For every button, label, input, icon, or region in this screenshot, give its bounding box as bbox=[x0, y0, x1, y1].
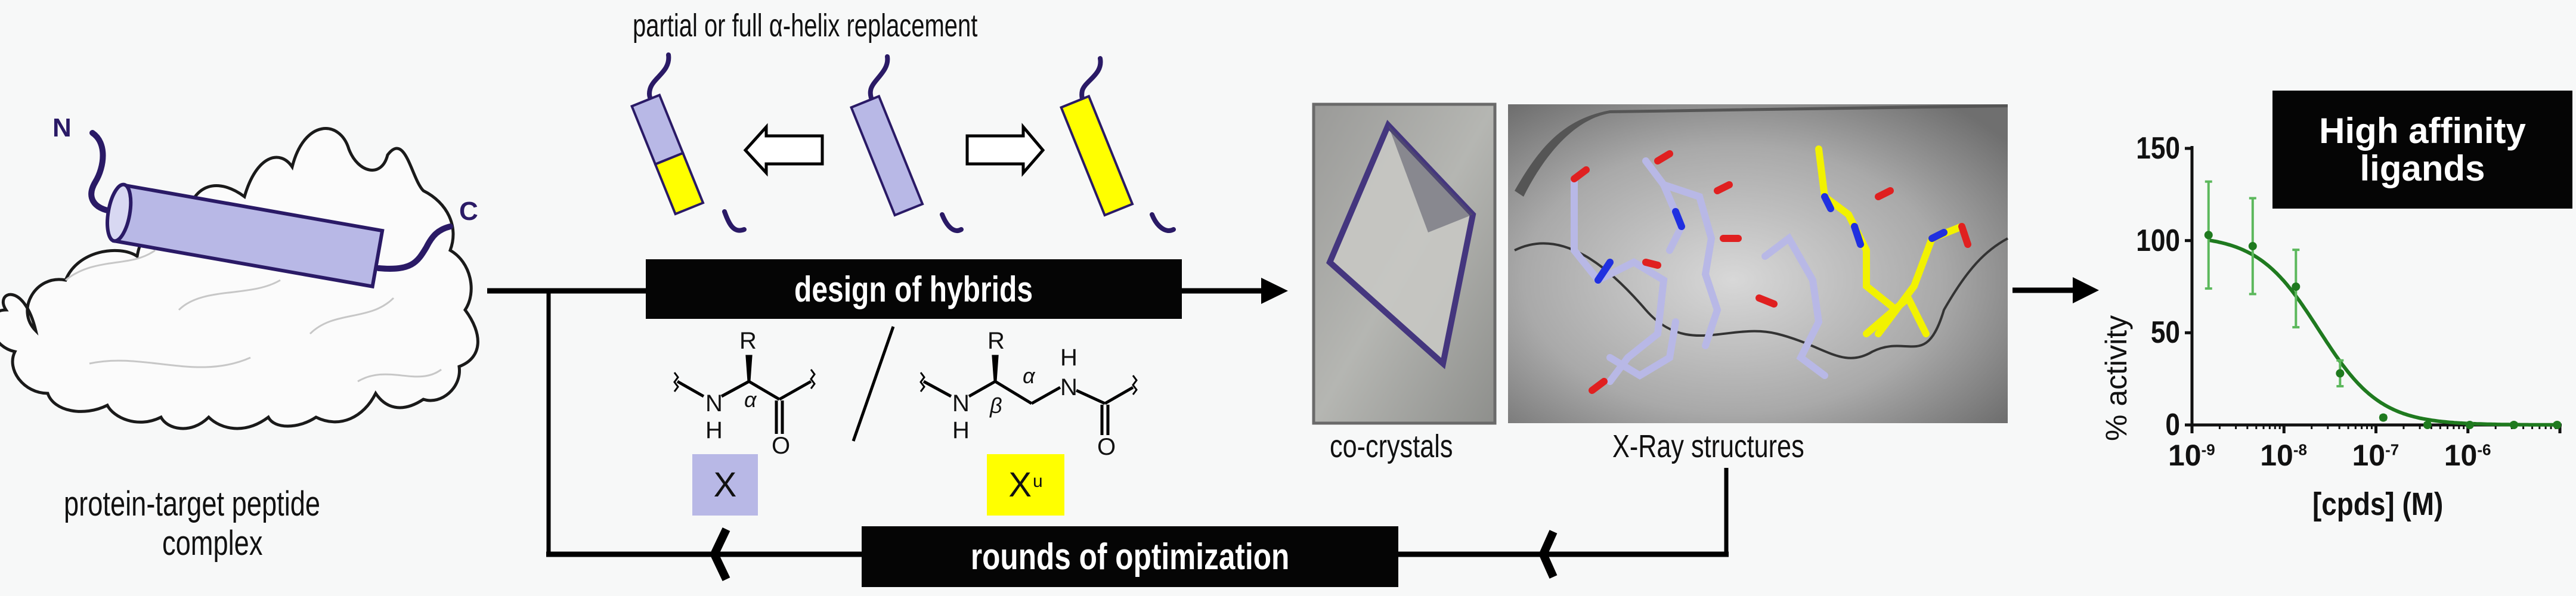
alpha-n-label: N bbox=[705, 390, 723, 417]
x-tick-base: 10 bbox=[2260, 439, 2293, 472]
chevron-left-icon bbox=[710, 527, 730, 582]
alpha-residue-structure bbox=[673, 355, 816, 434]
hybrid-helix-partial bbox=[630, 52, 747, 233]
data-point bbox=[2248, 241, 2257, 250]
beta-h-label: H bbox=[952, 417, 970, 443]
data-point bbox=[2292, 283, 2301, 291]
native-helix bbox=[849, 54, 964, 233]
c-terminus-label: C bbox=[459, 197, 478, 226]
x-tick-base: 10 bbox=[2444, 439, 2478, 472]
x-tick-label: 10-6 bbox=[2444, 438, 2491, 473]
protein-surface-detail bbox=[65, 249, 442, 383]
beta-amide-h-label: H bbox=[1060, 344, 1078, 371]
x-tick-exponent: -7 bbox=[2385, 440, 2399, 459]
beta-carbon-label: β bbox=[990, 393, 1002, 418]
data-point bbox=[2204, 231, 2213, 240]
beta-tag-text: X bbox=[1008, 465, 1032, 504]
xray-structure-image bbox=[1508, 104, 2008, 423]
data-point bbox=[2423, 421, 2432, 429]
alpha-h-label: H bbox=[705, 417, 723, 443]
ligand-alpha-sticks bbox=[1571, 157, 1828, 385]
alpha-o-label: O bbox=[772, 433, 791, 459]
rounds-of-optimization-label: rounds of optimization bbox=[970, 536, 1290, 578]
protein-target-complex bbox=[0, 127, 479, 430]
data-point bbox=[2509, 421, 2518, 429]
x-tick-exponent: -8 bbox=[2293, 440, 2307, 459]
design-of-hybrids-label: design of hybrids bbox=[794, 269, 1033, 309]
helix-cartoons bbox=[630, 52, 1176, 233]
c-terminus-tail bbox=[376, 224, 453, 272]
peptide-helix-cap bbox=[106, 182, 133, 243]
x-tick-exponent: -6 bbox=[2477, 440, 2491, 459]
replace-left-arrow-icon bbox=[743, 123, 824, 177]
flow-connectors bbox=[487, 277, 2099, 582]
fit-curve bbox=[2208, 238, 2558, 427]
y-tick-label: 100 bbox=[2136, 223, 2180, 258]
alpha-tag-text: X bbox=[713, 465, 737, 504]
beta-residue-structure bbox=[919, 355, 1138, 435]
beta-n-label: N bbox=[952, 390, 970, 417]
data-point bbox=[2379, 413, 2388, 422]
xray-structures-label: X-Ray structures bbox=[1612, 429, 1804, 464]
x-tick-label: 10-9 bbox=[2168, 438, 2215, 473]
protein-complex-label-line1: protein-target peptide bbox=[64, 485, 321, 523]
design-of-hybrids-box: design of hybrids bbox=[646, 259, 1182, 319]
hybrid-helix-full bbox=[1059, 56, 1176, 233]
y-axis-label: % activity bbox=[2100, 315, 2133, 441]
beta-alpha-carbon-label: α bbox=[1023, 364, 1035, 388]
beta-o-label: O bbox=[1097, 434, 1116, 460]
cocrystal-image bbox=[1312, 103, 1497, 425]
data-point bbox=[2553, 421, 2562, 429]
alpha-residue-tag: X bbox=[692, 454, 758, 516]
alpha-carbon-label: α bbox=[744, 387, 757, 412]
y-tick-label: 150 bbox=[2136, 131, 2180, 166]
replace-right-arrow-icon bbox=[965, 123, 1045, 177]
protein-surface-outline bbox=[0, 127, 479, 430]
high-affinity-box: High affinity ligands bbox=[2272, 91, 2572, 209]
structure-divider-slash bbox=[852, 326, 895, 442]
ligand-beta-sticks bbox=[1815, 145, 1965, 337]
x-tick-exponent: -9 bbox=[2201, 440, 2215, 459]
n-terminus-tail bbox=[88, 130, 116, 215]
x-tick-base: 10 bbox=[2352, 439, 2386, 472]
y-tick-label: 50 bbox=[2150, 315, 2180, 350]
rounds-of-optimization-box: rounds of optimization bbox=[862, 526, 1398, 587]
n-terminus-label: N bbox=[52, 113, 72, 142]
alpha-r-label: R bbox=[739, 328, 757, 354]
x-tick-label: 10-7 bbox=[2352, 438, 2399, 473]
high-affinity-line2: ligands bbox=[2360, 148, 2485, 188]
x-tick-label: 10-8 bbox=[2260, 438, 2307, 473]
arrowhead-to-crystals bbox=[1261, 278, 1288, 304]
protein-complex-label-line2: complex bbox=[162, 524, 263, 563]
beta-amide-n-label: N bbox=[1060, 374, 1078, 401]
replacement-title: partial or full α-helix replacement bbox=[633, 8, 978, 44]
ligand-heteroatoms bbox=[1571, 150, 1971, 394]
data-point bbox=[2336, 369, 2345, 378]
y-tick-label: 0 bbox=[2165, 408, 2180, 442]
beta-r-label: R bbox=[987, 328, 1005, 354]
dose-response-chart bbox=[2185, 146, 2562, 433]
arrowhead-to-chart bbox=[2073, 277, 2099, 303]
x-axis-label: [cpds] (M) bbox=[2312, 486, 2444, 522]
cocrystals-label: co-crystals bbox=[1330, 429, 1453, 464]
chevron-left-icon-2 bbox=[1538, 530, 1558, 579]
data-point bbox=[2465, 421, 2474, 429]
beta-tag-superscript: u bbox=[1033, 471, 1043, 491]
x-tick-base: 10 bbox=[2168, 439, 2202, 472]
high-affinity-line1: High affinity bbox=[2319, 111, 2526, 151]
